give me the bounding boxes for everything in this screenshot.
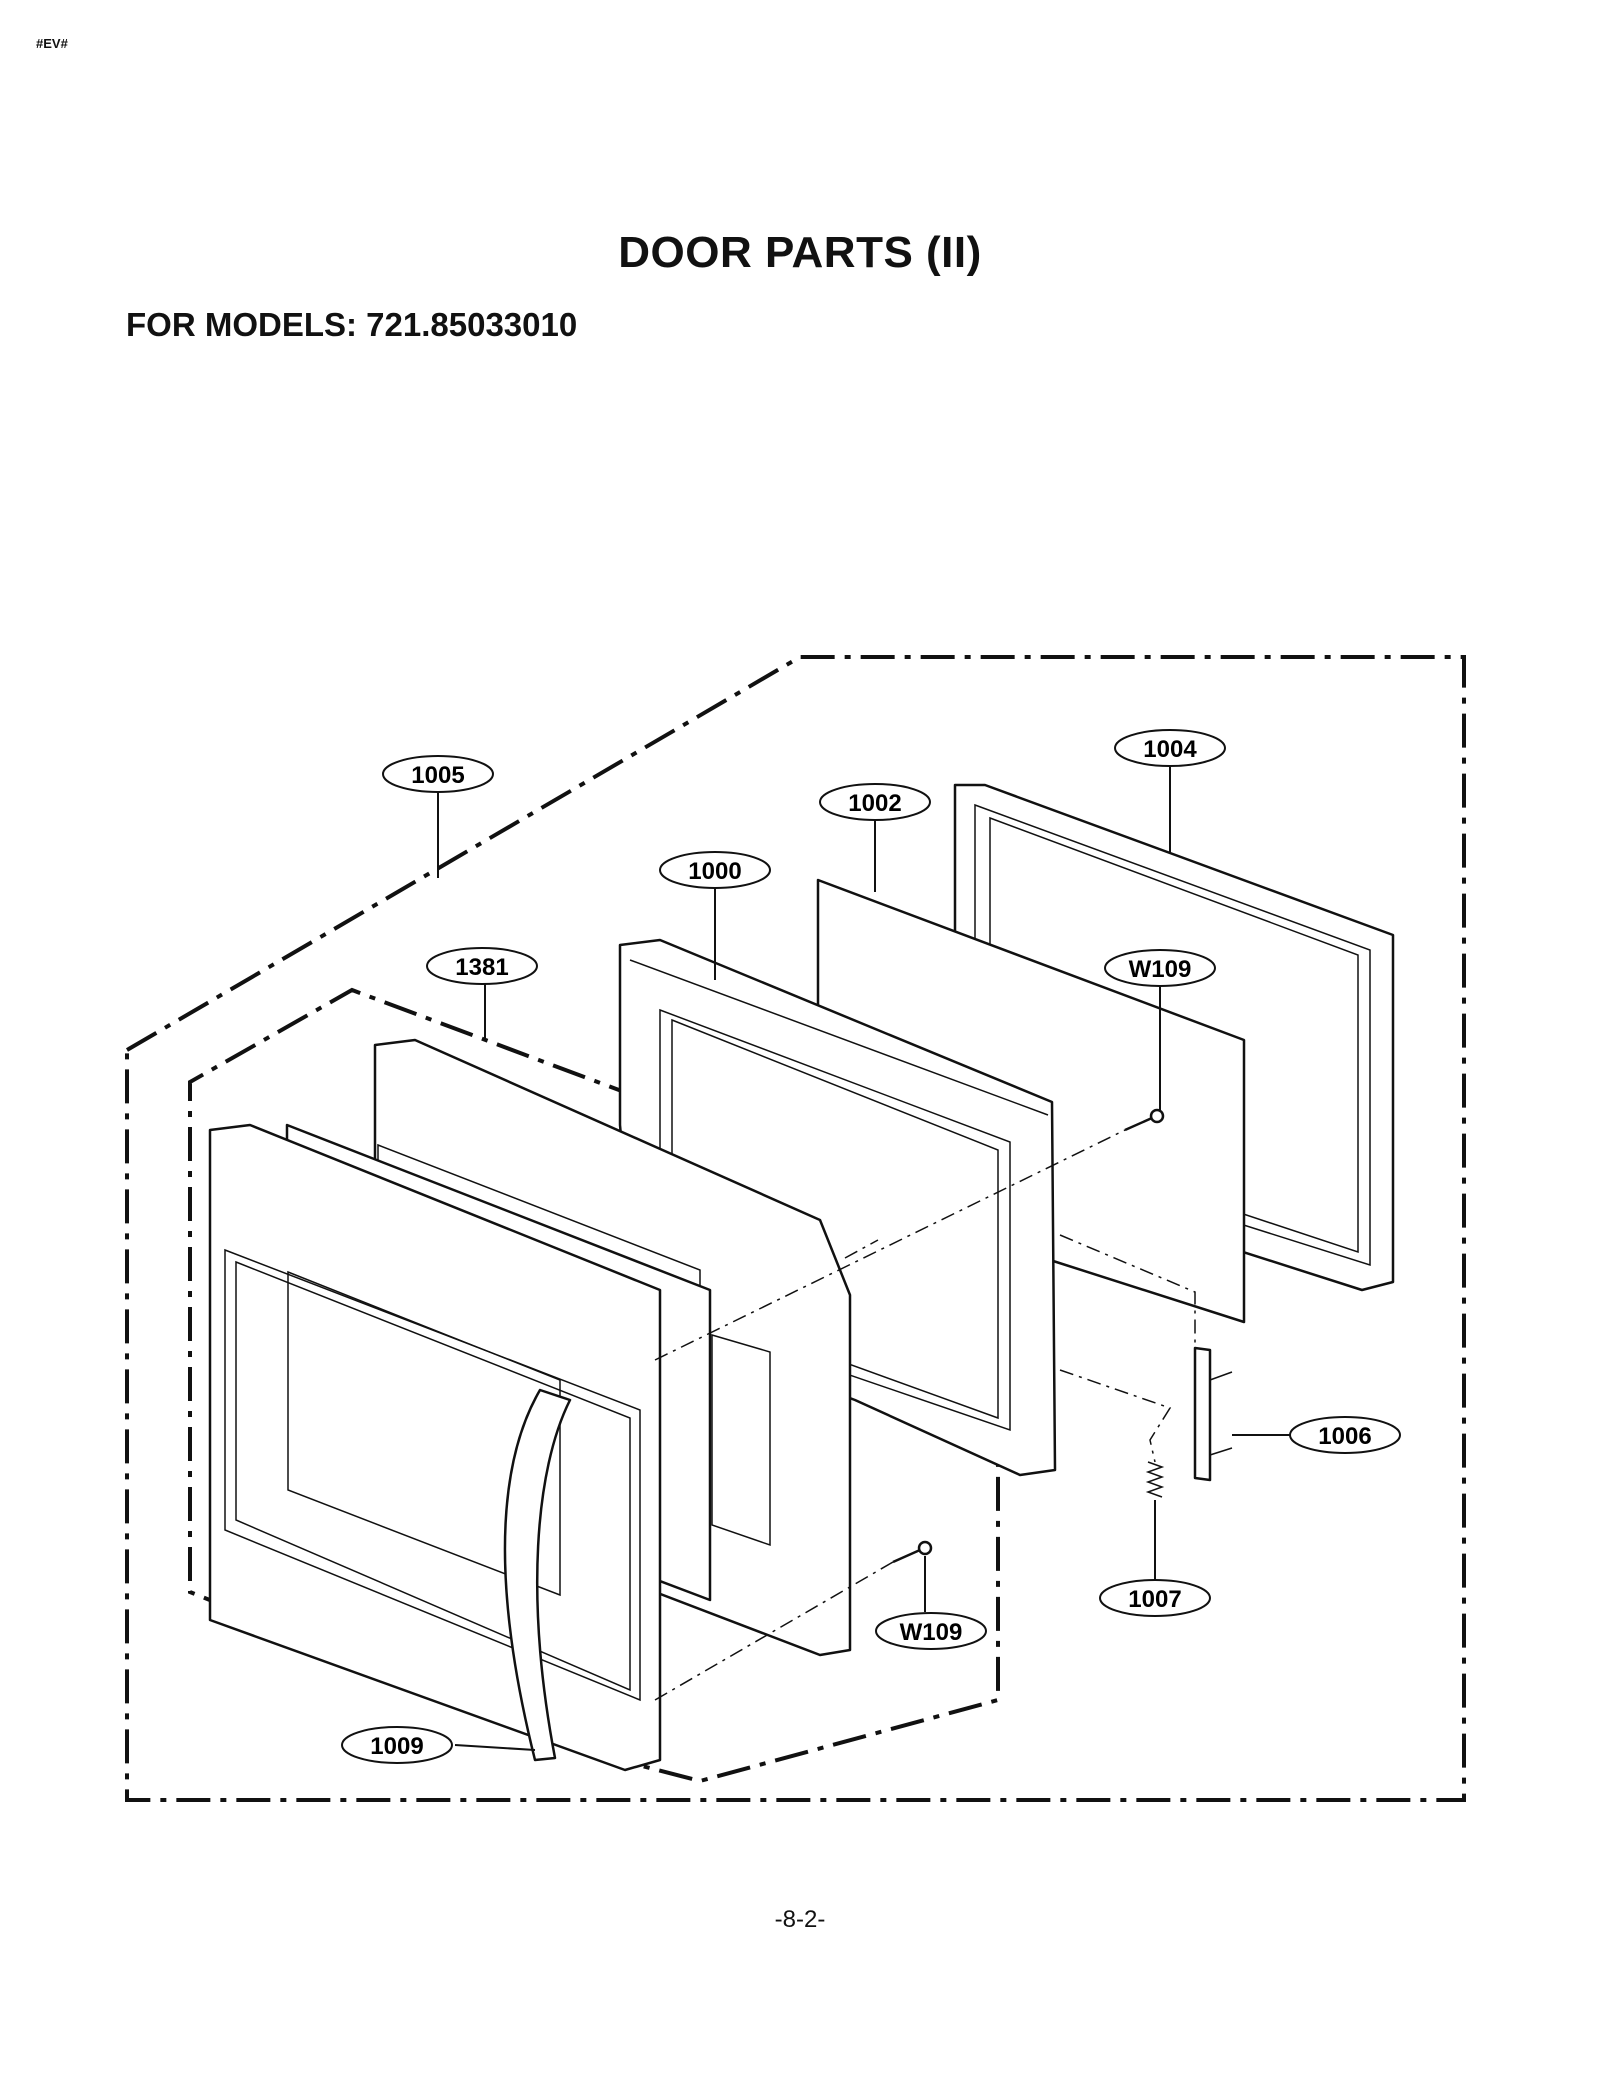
assembly-line <box>844 1239 879 1259</box>
svg-text:1009: 1009 <box>370 1733 423 1760</box>
callout-1006: 1006 <box>1289 1416 1401 1454</box>
leader-1009 <box>454 1744 536 1751</box>
callout-1381: 1381 <box>426 947 538 985</box>
svg-text:1004: 1004 <box>1143 736 1197 763</box>
callout-1004: 1004 <box>1114 729 1226 767</box>
inner-assembly-boundary <box>188 987 1000 1784</box>
assembly-line <box>1059 1369 1172 1463</box>
callout-1007: 1007 <box>1099 1579 1211 1617</box>
assembly-line <box>654 1129 1126 1361</box>
screw-w109-lower <box>892 1540 933 1564</box>
callout-1002: 1002 <box>819 783 931 821</box>
part-1006-latch <box>1193 1346 1233 1482</box>
callout-w109-lower: W109 <box>875 1612 987 1650</box>
callout-w109-upper: W109 <box>1104 949 1216 987</box>
page-number: -8-2- <box>774 1906 826 1933</box>
callout-1005: 1005 <box>382 755 494 793</box>
svg-text:1007: 1007 <box>1128 1586 1181 1613</box>
page-title: DOOR PARTS (II) <box>618 228 982 277</box>
svg-text:1000: 1000 <box>688 858 741 885</box>
svg-text:1006: 1006 <box>1318 1423 1371 1450</box>
callout-1009: 1009 <box>341 1726 453 1764</box>
svg-text:W109: W109 <box>900 1619 963 1646</box>
svg-text:1005: 1005 <box>411 762 464 789</box>
svg-text:W109: W109 <box>1129 956 1192 983</box>
models-subtitle: FOR MODELS: 721.85033010 <box>126 306 578 343</box>
document-tag: #EV# <box>36 36 68 51</box>
assembly-line <box>1059 1234 1196 1348</box>
front-door-panel <box>208 1123 662 1772</box>
part-1009-handle <box>503 1388 572 1762</box>
screw-w109-upper <box>1124 1108 1165 1132</box>
outer-assembly-boundary <box>125 655 1466 1802</box>
part-1007-spring <box>1145 1461 1165 1498</box>
callout-1000: 1000 <box>659 851 771 889</box>
assembly-line <box>654 1561 894 1701</box>
svg-text:1002: 1002 <box>848 790 901 817</box>
svg-text:1381: 1381 <box>455 954 508 981</box>
